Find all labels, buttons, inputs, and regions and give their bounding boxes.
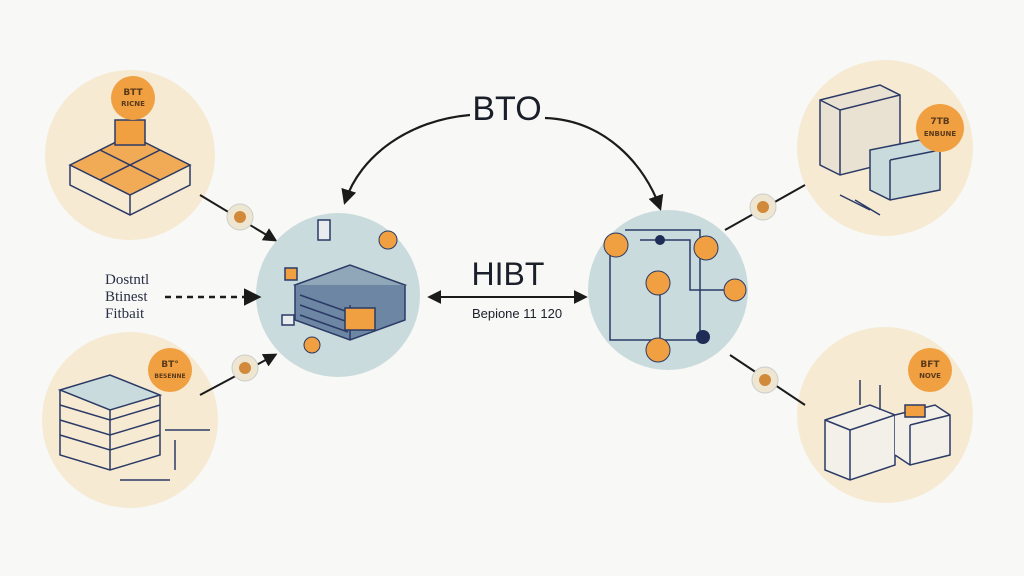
middle-title: HIBT — [472, 256, 545, 292]
bottom-left-node: BT° BESENNE — [42, 332, 218, 508]
network-node-dot — [655, 235, 665, 245]
building-icon — [819, 84, 941, 216]
top-arrows — [341, 113, 664, 211]
link-badge-icon — [226, 193, 779, 394]
svg-text:Dostntl: Dostntl — [105, 272, 149, 288]
left-side-text: Dostntl Btinest Fitbait — [105, 272, 149, 322]
bitcoin-coin-icon — [723, 278, 747, 302]
bitcoin-coin-icon — [378, 230, 398, 250]
bitcoin-coin-icon — [645, 337, 671, 363]
top-right-badge: 7TB ENBUNE — [916, 104, 964, 152]
top-right-node: 7TB ENBUNE — [797, 60, 973, 236]
svg-text:RICNE: RICNE — [121, 100, 145, 108]
svg-text:BFT: BFT — [920, 360, 940, 370]
left-hub-node — [256, 213, 420, 377]
bitcoin-coin-icon — [303, 336, 321, 354]
right-hub-node — [588, 210, 748, 370]
machine-icon — [824, 380, 951, 481]
bottom-right-badge: BFT NOVE — [908, 348, 952, 392]
bitcoin-coin-icon — [603, 232, 629, 258]
middle-subtitle: Bepione 11 120 — [472, 306, 562, 321]
top-left-badge: BTT RICNE — [111, 76, 155, 120]
bottom-left-badge: BT° BESENNE — [148, 348, 192, 392]
svg-text:ENBUNE: ENBUNE — [924, 130, 957, 138]
svg-text:Fitbait: Fitbait — [105, 306, 145, 322]
network-node-dot — [696, 330, 710, 344]
svg-text:NOVE: NOVE — [919, 372, 941, 380]
server-stack-icon — [57, 374, 210, 481]
server-block-icon — [281, 219, 408, 341]
svg-text:BESENNE: BESENNE — [154, 373, 185, 380]
svg-text:7TB: 7TB — [930, 117, 949, 127]
bitcoin-coin-icon — [645, 270, 671, 296]
cube-grid-icon — [68, 119, 192, 216]
svg-text:BT°: BT° — [161, 360, 179, 370]
svg-text:Btinest: Btinest — [105, 289, 148, 305]
top-title: BTO — [472, 90, 541, 128]
bottom-right-node: BFT NOVE — [797, 327, 973, 503]
svg-text:BTT: BTT — [123, 88, 143, 98]
top-left-node: BTT RICNE — [45, 70, 215, 240]
bitcoin-coin-icon — [693, 235, 719, 261]
